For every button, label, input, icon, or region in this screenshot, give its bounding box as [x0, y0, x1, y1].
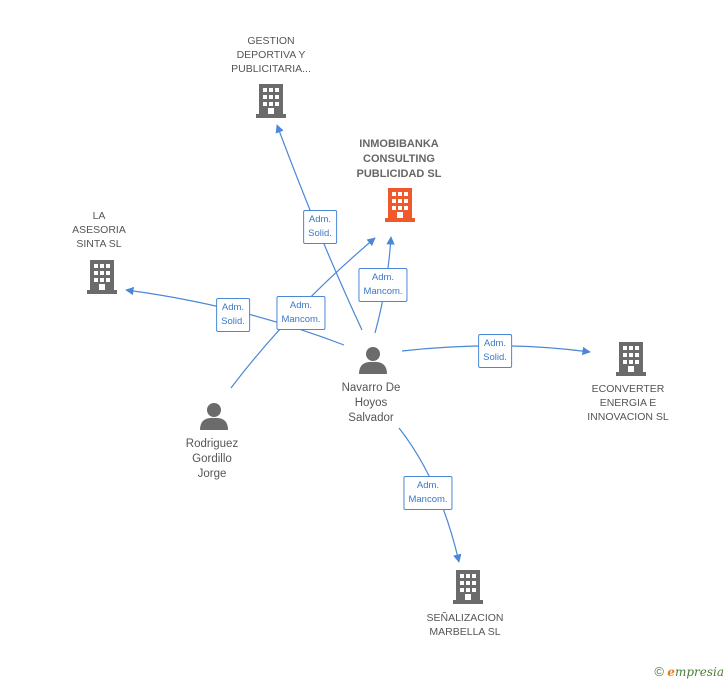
- node-label-line: GESTION: [247, 35, 295, 47]
- node-label-line: Jorge: [197, 468, 227, 480]
- building-icon: [87, 260, 117, 294]
- edge-label-line: Adm.: [289, 300, 313, 311]
- node-gestion[interactable]: GESTION DEPORTIVA Y PUBLICITARIA...: [231, 34, 311, 76]
- node-label-line: ASESORIA: [72, 224, 126, 236]
- node-label-line: SINTA SL: [76, 238, 122, 250]
- edge-label-inmobibanka[interactable]: Adm. Mancom.: [358, 268, 408, 302]
- edge-label-line: Mancom.: [408, 494, 448, 505]
- node-label-line: Rodriguez: [185, 438, 239, 450]
- node-asesoria[interactable]: LA ASESORIA SINTA SL: [72, 209, 126, 251]
- person-icon: [359, 347, 387, 374]
- edge-label-asesoria[interactable]: Adm. Solid.: [216, 298, 250, 332]
- building-icon: [453, 570, 483, 604]
- node-label-line: CONSULTING: [363, 153, 435, 165]
- edge-label-senalizacion[interactable]: Adm. Mancom.: [403, 476, 453, 510]
- edge-label-line: Solid.: [483, 352, 507, 363]
- node-label-line: LA: [92, 210, 106, 222]
- person-icon: [200, 403, 228, 430]
- node-navarro[interactable]: Navarro De Hoyos Salvador: [342, 381, 401, 426]
- node-label-line: INMOBIBANKA: [359, 138, 439, 150]
- brand-logo-initial: e: [667, 665, 675, 679]
- edge-label-line: Solid.: [308, 228, 332, 239]
- node-label-line: INNOVACION SL: [587, 411, 669, 423]
- edge-label-line: Adm.: [416, 480, 440, 491]
- node-label-line: DEPORTIVA Y: [236, 49, 306, 61]
- copyright-brand: © empresia: [654, 664, 724, 679]
- edge-label-line: Mancom.: [363, 286, 403, 297]
- edge-label-gestion[interactable]: Adm. Solid.: [303, 210, 337, 244]
- edge-label-econverter[interactable]: Adm. Solid.: [478, 334, 512, 368]
- node-senalizacion[interactable]: SEÑALIZACION MARBELLA SL: [426, 611, 503, 639]
- node-label-line: Salvador: [348, 412, 394, 424]
- node-label-line: MARBELLA SL: [429, 626, 501, 638]
- node-label-line: PUBLICITARIA...: [231, 63, 311, 75]
- brand-logo-text: mpresia: [674, 665, 724, 679]
- edge-label-line: Adm.: [308, 214, 332, 225]
- edge-label-line: Adm.: [221, 302, 245, 313]
- building-icon: [256, 84, 286, 118]
- node-label-line: Navarro De: [341, 382, 401, 394]
- node-label-line: Gordillo: [192, 453, 232, 465]
- node-label-line: Hoyos: [354, 397, 388, 409]
- building-icon: [385, 188, 415, 222]
- edge-label-line: Mancom.: [281, 314, 321, 325]
- building-icon: [616, 342, 646, 376]
- edge-label-line: Adm.: [483, 338, 507, 349]
- node-label-line: PUBLICIDAD SL: [356, 168, 442, 180]
- node-econverter[interactable]: ECONVERTER ENERGIA E INNOVACION SL: [587, 382, 669, 424]
- copyright-symbol: ©: [654, 664, 664, 679]
- edge-label-line: Adm.: [371, 272, 395, 283]
- node-label-line: ECONVERTER: [591, 383, 665, 395]
- node-label-line: ENERGIA E: [599, 397, 657, 409]
- node-rodriguez[interactable]: Rodriguez Gordillo Jorge: [186, 437, 238, 482]
- edge-label-line: Solid.: [221, 316, 245, 327]
- node-label-line: SEÑALIZACION: [426, 612, 504, 624]
- node-inmobibanka[interactable]: INMOBIBANKA CONSULTING PUBLICIDAD SL: [357, 137, 442, 182]
- edge-label-rodriguez[interactable]: Adm. Mancom.: [276, 296, 326, 330]
